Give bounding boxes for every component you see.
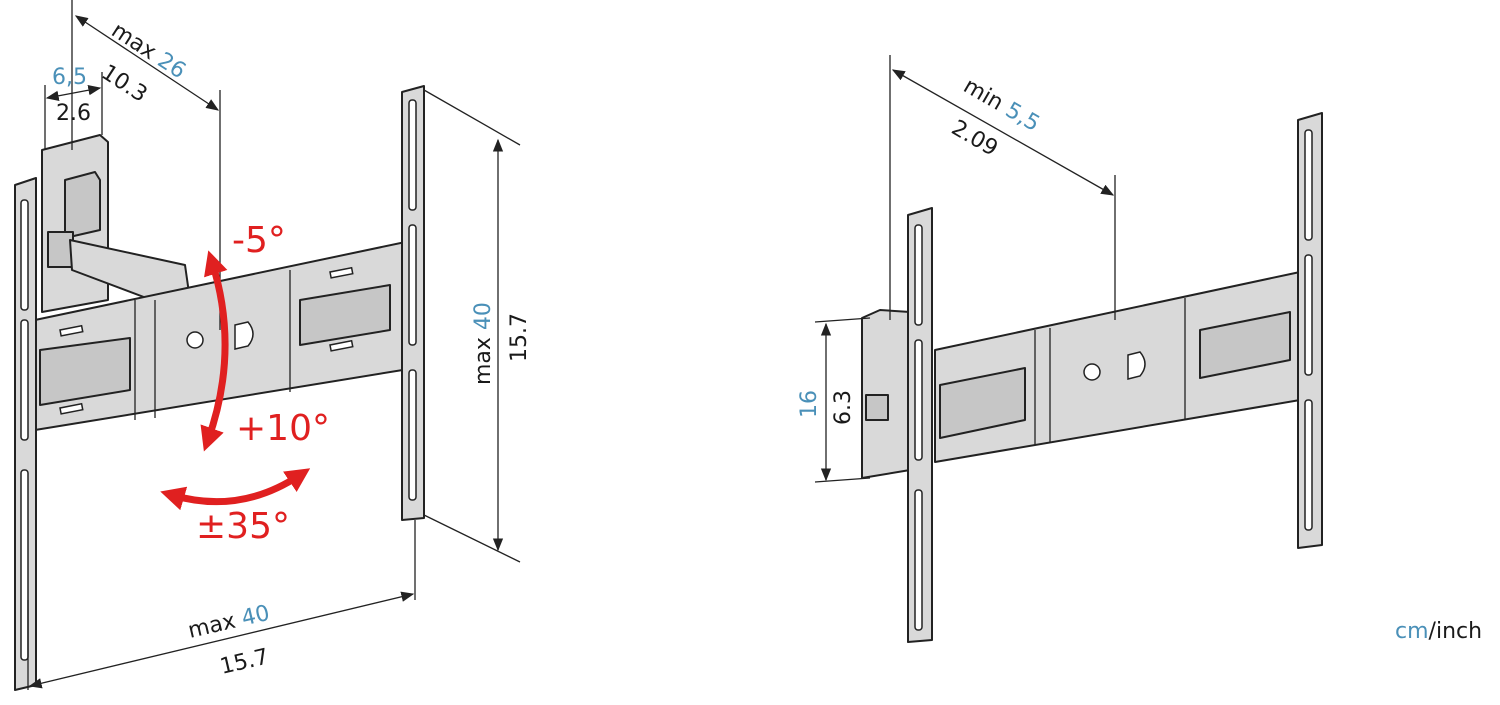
depth-min-label: min bbox=[959, 74, 1007, 116]
height-max-cm: 40 bbox=[471, 302, 496, 330]
depth-max-cm: 26 bbox=[153, 48, 190, 84]
depth-min-cm: 5,5 bbox=[1001, 98, 1044, 137]
depth-min-inch: 2.6 bbox=[56, 101, 91, 126]
left-vertical-rail bbox=[14, 177, 37, 691]
swivel-arrow bbox=[160, 468, 311, 511]
left-mount-drawing bbox=[14, 0, 521, 691]
height-max-inch: 15.7 bbox=[507, 313, 532, 362]
tilt-arrow bbox=[200, 250, 229, 452]
wallplate-height-inch: 6.3 bbox=[831, 390, 856, 425]
wall-plate bbox=[41, 134, 109, 313]
right-vertical-rail bbox=[401, 85, 425, 521]
wall-plate bbox=[861, 309, 911, 479]
depth-max-inch: 10.3 bbox=[97, 60, 152, 108]
tilt-up-label: -5° bbox=[232, 220, 286, 261]
units-legend: cm/inch bbox=[1395, 619, 1482, 644]
width-max-inch: 15.7 bbox=[218, 644, 271, 679]
wallplate-height-cm: 16 bbox=[797, 390, 822, 418]
units-separator: / bbox=[1429, 619, 1437, 644]
units-inch: inch bbox=[1436, 619, 1482, 644]
tilt-down-label: +10° bbox=[236, 408, 330, 449]
right-vertical-rail bbox=[1297, 112, 1323, 549]
depth-max-label: max bbox=[107, 18, 161, 65]
right-mount-drawing bbox=[814, 55, 1323, 643]
horizontal-plate bbox=[934, 271, 1301, 463]
depth-min-cm: 6,5 bbox=[52, 65, 87, 90]
svg-text:max 40: max 40 bbox=[186, 601, 272, 644]
depth-min-inch: 2.09 bbox=[947, 116, 1002, 162]
left-vertical-rail bbox=[907, 207, 933, 643]
units-cm: cm bbox=[1395, 619, 1429, 644]
swivel-label: ±35° bbox=[196, 506, 290, 547]
height-max-label: max bbox=[471, 337, 496, 385]
width-max-cm: 40 bbox=[239, 601, 272, 632]
svg-text:max 40: max 40 bbox=[471, 302, 496, 385]
